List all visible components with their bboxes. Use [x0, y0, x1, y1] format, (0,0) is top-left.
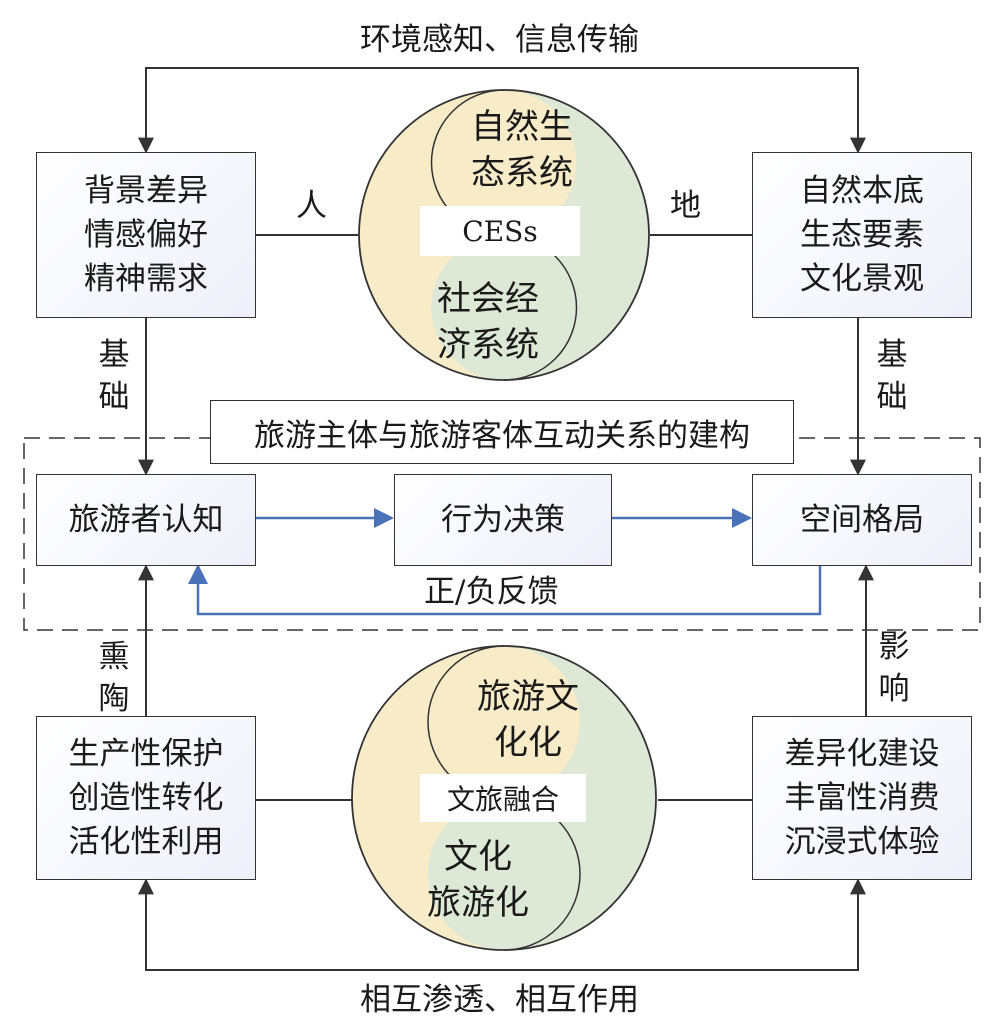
- vchar: 影: [878, 629, 910, 665]
- vchar: 基: [876, 337, 908, 373]
- box-line: 背景差异: [84, 173, 208, 209]
- vchar: 熏: [98, 639, 130, 675]
- right-influence-label: 影 响: [874, 626, 914, 710]
- box-spatial-pattern: 空间格局: [752, 474, 972, 566]
- box-construction: 差异化建设 丰富性消费 沉浸式体验: [752, 716, 972, 880]
- vchar: 础: [98, 379, 130, 415]
- right-basis-label: 基 础: [872, 334, 912, 418]
- ren-label: 人: [296, 188, 327, 224]
- box-protection: 生产性保护 创造性转化 活化性利用: [36, 716, 256, 880]
- box-line: 情感偏好: [84, 217, 208, 253]
- yinyang-top-green-text: 自然生 态系统: [462, 104, 582, 196]
- box-line: 自然本底: [800, 173, 924, 209]
- box-natural-base: 自然本底 生态要素 文化景观: [752, 152, 972, 318]
- box-line: 生产性保护: [68, 736, 224, 772]
- top-loop-line: [138, 67, 866, 154]
- interaction-title: 旅游主体与旅游客体互动关系的建构: [210, 400, 794, 464]
- box-line: 差异化建设: [784, 736, 940, 772]
- box-line: 精神需求: [84, 261, 208, 297]
- box-line: 文化景观: [800, 261, 924, 297]
- bottom-loop-line: [138, 878, 866, 971]
- feedback-arrow: [188, 564, 822, 616]
- yy-line: 社会经: [437, 279, 539, 319]
- bottom-loop-label: 相互渗透、相互作用: [360, 982, 639, 1018]
- box-decision: 行为决策: [394, 474, 612, 566]
- vchar: 响: [878, 671, 910, 707]
- top-loop-label: 环境感知、信息传输: [360, 22, 639, 58]
- box-line: 丰富性消费: [784, 780, 940, 816]
- yinyang-top-yellow-text: 社会经 济系统: [428, 276, 548, 368]
- yy-line: 文化: [444, 837, 512, 877]
- box-line: 沉浸式体验: [784, 824, 940, 860]
- yy-line: 旅游化: [427, 883, 529, 923]
- vchar: 陶: [98, 681, 130, 717]
- yinyang-bottom-yellow-text: 文化 旅游化: [406, 834, 550, 926]
- yy-line: 济系统: [437, 325, 539, 365]
- vchar: 础: [876, 379, 908, 415]
- yinyang-top-center-label: CESs: [420, 206, 580, 256]
- yinyang-bottom-center-label: 文旅融合: [420, 774, 586, 822]
- vchar: 基: [98, 337, 130, 373]
- feedback-label: 正/负反馈: [424, 574, 559, 610]
- yinyang-bottom-green-text: 旅游文 化化: [456, 674, 600, 766]
- box-line: 活化性利用: [68, 824, 224, 860]
- left-influence-label: 熏 陶: [94, 636, 134, 720]
- yy-line: 自然生: [471, 107, 573, 147]
- box-line: 创造性转化: [68, 780, 224, 816]
- box-cognition: 旅游者认知: [36, 474, 256, 566]
- di-label: 地: [670, 188, 701, 224]
- yy-line: 化化: [494, 723, 562, 763]
- yy-line: 旅游文: [477, 677, 579, 717]
- box-line: 生态要素: [800, 217, 924, 253]
- box-background-needs: 背景差异 情感偏好 精神需求: [36, 152, 256, 318]
- left-basis-label: 基 础: [94, 334, 134, 418]
- yy-line: 态系统: [471, 153, 573, 193]
